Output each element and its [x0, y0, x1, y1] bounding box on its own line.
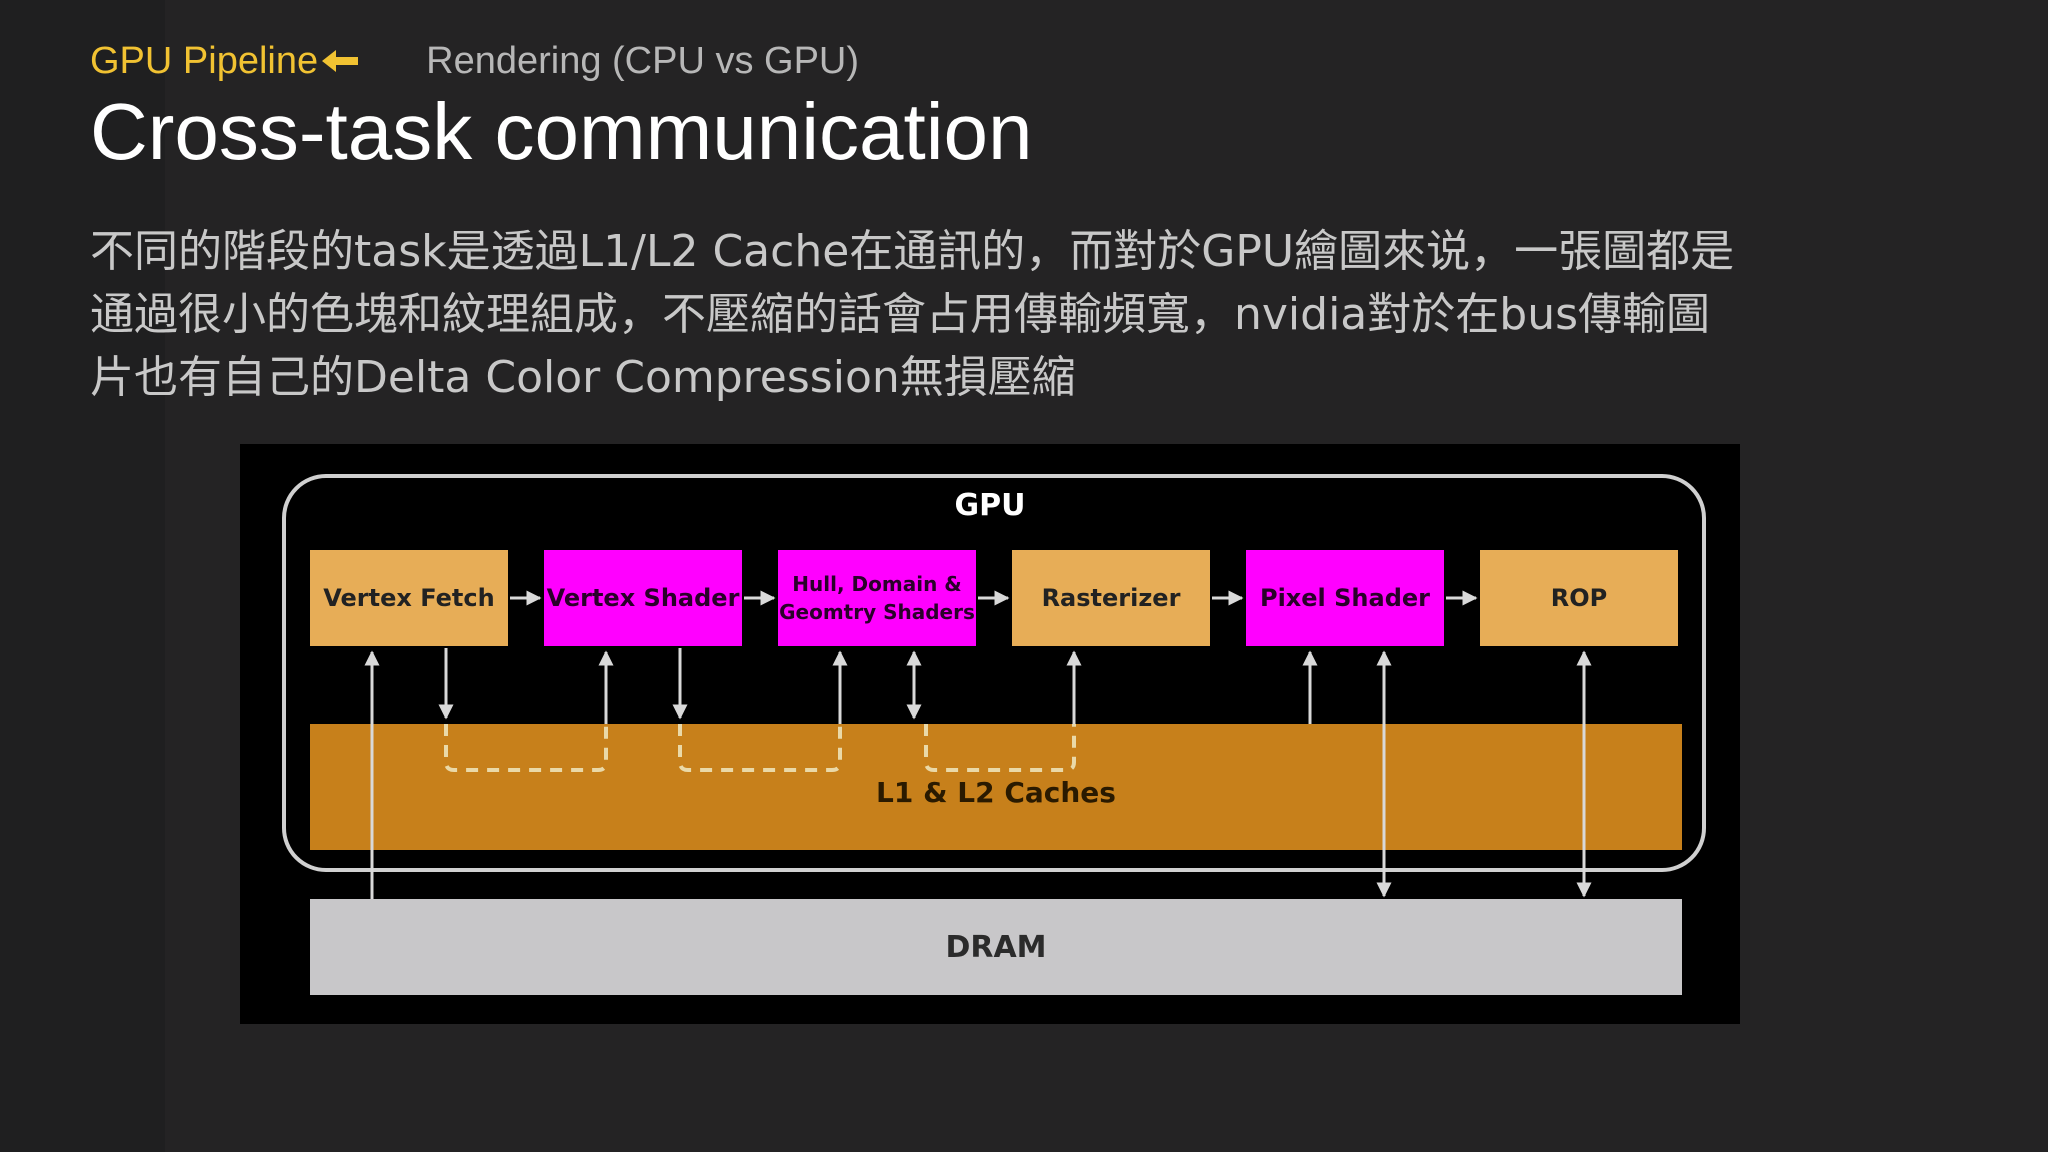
dram-label: DRAM [945, 929, 1047, 965]
current-section-label: GPU Pipeline [90, 39, 319, 82]
page-title: Cross-task communication [90, 87, 1033, 176]
gpu-label: GPU [954, 488, 1026, 523]
body-line: 片也有自己的Delta Color Compression無損壓縮 [90, 352, 1076, 403]
parent-section-link[interactable]: Rendering (CPU vs GPU) [426, 39, 860, 82]
stage-pixel-shader: Pixel Shader [1246, 550, 1444, 646]
breadcrumb: GPU Pipeline Rendering (CPU vs GPU) [90, 36, 859, 86]
arrow-left-icon [322, 50, 359, 72]
body-line: 不同的階段的task是透過L1/L2 Cache在通訊的，而對於GPU繪圖來说，… [90, 226, 1735, 277]
current-section-link[interactable]: GPU Pipeline [90, 39, 359, 83]
stage-hull-domain-geometry: Hull, Domain & Geomtry Shaders [778, 550, 976, 646]
stage-label-line: Hull, Domain & [792, 572, 962, 596]
slide-margin [0, 0, 165, 1152]
cache-label: L1 & L2 Caches [876, 776, 1116, 809]
stage-rasterizer: Rasterizer [1012, 550, 1210, 646]
stage-label-line: Geomtry Shaders [779, 600, 975, 624]
gpu-pipeline-diagram: GPU Vertex Fetch Vertex Shader Hull, Dom… [240, 444, 1740, 1024]
body-paragraph: 不同的階段的task是透過L1/L2 Cache在通訊的，而對於GPU繪圖來说，… [90, 220, 1970, 409]
dram-block: DRAM [310, 899, 1682, 995]
body-line: 通過很小的色塊和紋理組成，不壓縮的話會占用傳輸頻寬，nvidia對於在bus傳輸… [90, 289, 1711, 340]
gpu-boundary [282, 474, 1706, 872]
stage-vertex-shader: Vertex Shader [544, 550, 742, 646]
stage-rop: ROP [1480, 550, 1678, 646]
stage-vertex-fetch: Vertex Fetch [310, 550, 508, 646]
diagram-connectors [282, 474, 1706, 899]
